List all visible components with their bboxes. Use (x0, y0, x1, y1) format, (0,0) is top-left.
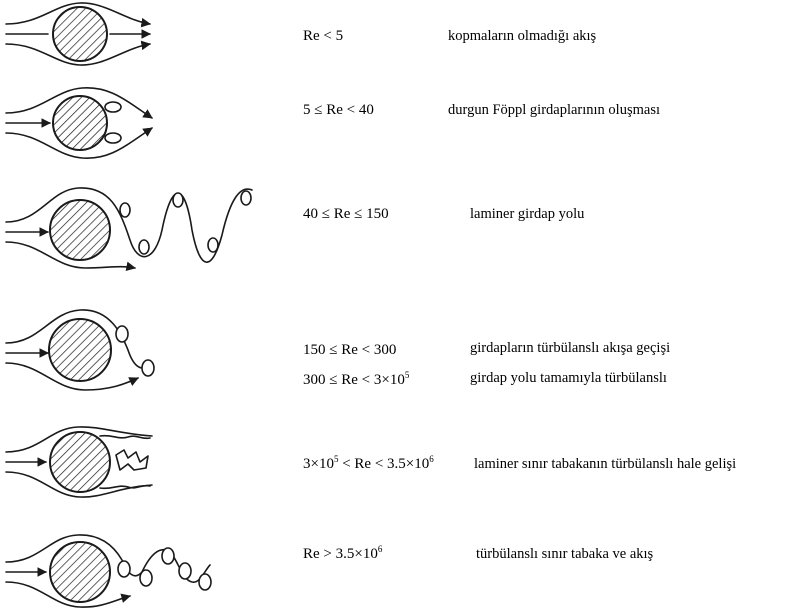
streamline (5, 2, 151, 28)
streamline (5, 471, 153, 498)
regime-description: türbülanslı sınır tabaka ve akış (476, 546, 654, 562)
flow-sketch-row-5 (5, 426, 153, 498)
flow-sketch-row-1 (5, 2, 151, 66)
regime-description: durgun Föppl girdaplarının oluşması (448, 102, 660, 118)
vortex (178, 562, 192, 580)
streamline (5, 309, 151, 369)
vortex (139, 569, 153, 587)
streamline (5, 127, 153, 159)
vortex (198, 573, 212, 591)
vortex (117, 560, 131, 578)
streamline (5, 362, 139, 391)
streamline (5, 87, 153, 119)
vortex-street-line (5, 187, 253, 263)
re-range-label: 3×105 < Re < 3.5×106 (303, 454, 434, 472)
vortex (138, 239, 150, 255)
foppl-vortex (104, 132, 122, 144)
cylinder (48, 318, 112, 382)
re-range-label: Re > 3.5×106 (303, 544, 383, 562)
flow-sketch-row-2 (5, 87, 153, 159)
cylinder (49, 541, 111, 603)
vortex (115, 325, 129, 343)
vortex (172, 192, 184, 208)
re-range-label: Re < 5 (303, 28, 343, 44)
streamline (5, 426, 153, 453)
flow-sketch-row-6 (5, 534, 212, 608)
vortex (161, 547, 175, 565)
regime-description: kopmaların olmadığı akış (448, 28, 597, 44)
streamline (5, 581, 131, 608)
vortex (141, 359, 155, 377)
re-range-label: 5 ≤ Re < 40 (303, 102, 374, 118)
re-range-label: 300 ≤ Re < 3×105 (303, 370, 410, 388)
cylinder (52, 95, 108, 151)
cylinder (52, 6, 108, 62)
cylinder (49, 431, 111, 493)
regime-description: laminer girdap yolu (470, 206, 584, 222)
flow-sketch-row-4 (5, 309, 155, 391)
vortex (240, 190, 252, 206)
streamline (5, 40, 151, 66)
vortex (119, 202, 131, 218)
foppl-vortex (104, 101, 122, 113)
streamline (5, 241, 136, 272)
cylinder (49, 199, 111, 261)
regime-description: girdap yolu tamamıyla türbülanslı (470, 370, 667, 386)
vortex (207, 237, 219, 253)
flow-sketch-row-3 (5, 187, 253, 272)
re-range-label: 40 ≤ Re ≤ 150 (303, 206, 389, 222)
turbulent-wake-edge (99, 434, 151, 490)
regime-description: laminer sınır tabakanın türbülanslı hale… (474, 456, 736, 472)
re-range-label: 150 ≤ Re < 300 (303, 342, 396, 358)
regime-description: girdapların türbülanslı akışa geçişi (470, 340, 670, 356)
turbulent-wake (115, 449, 149, 471)
